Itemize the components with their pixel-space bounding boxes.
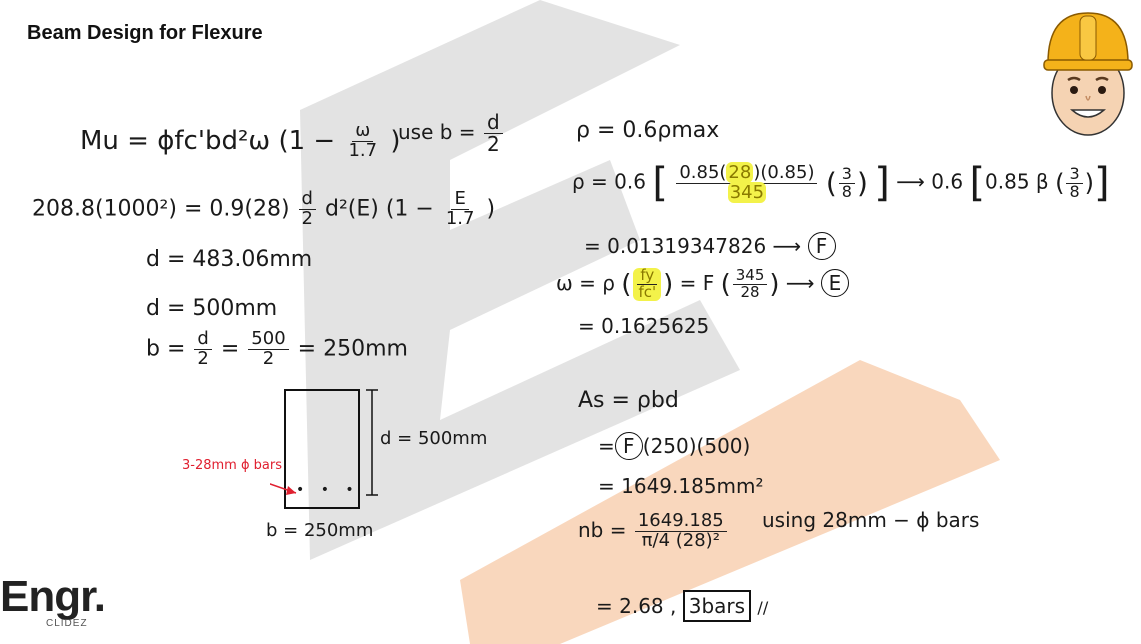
logo-subtext: CLIDEZ: [46, 618, 88, 629]
d-calculated: d = 483.06mm: [146, 247, 313, 272]
engineer-mascot-avatar: [1043, 12, 1133, 136]
final-answer-box: 3bars: [682, 590, 752, 622]
as-definition: As = ρbd: [578, 388, 679, 413]
bar-size-note: using 28mm − ϕ bars: [762, 508, 980, 532]
as-substitution: =F(250)(500): [598, 432, 751, 460]
memory-f-circle-2: F: [614, 432, 643, 460]
width-label: b = 250mm: [266, 520, 374, 541]
as-value: = 1649.185mm²: [598, 474, 764, 498]
omega-value: = 0.1625625: [578, 314, 710, 338]
memory-e-circle: E: [820, 268, 849, 297]
logo-text: Engr.: [0, 572, 106, 621]
nb-result: = 2.68 , 3bars //: [596, 590, 768, 622]
watermark-orange-shape: [460, 360, 1000, 644]
memory-f-circle: F: [807, 232, 836, 260]
depth-label: d = 500mm: [380, 428, 488, 449]
beam-outline: [284, 389, 360, 509]
page-title: Beam Design for Flexure: [27, 22, 263, 44]
beam-section-diagram: [270, 389, 378, 509]
rho-definition: ρ = 0.6ρmax: [576, 118, 720, 143]
d-rounded: d = 500mm: [146, 296, 278, 321]
rho-value: = 0.01319347826 ⟶ F: [584, 232, 836, 260]
engr-logo: Engr. CLIDEZ: [0, 572, 106, 629]
bars-label: 3-28mm ϕ bars: [182, 458, 283, 473]
watermark-gray-shape: [300, 0, 740, 560]
rebar-dots: • • •: [296, 482, 360, 498]
